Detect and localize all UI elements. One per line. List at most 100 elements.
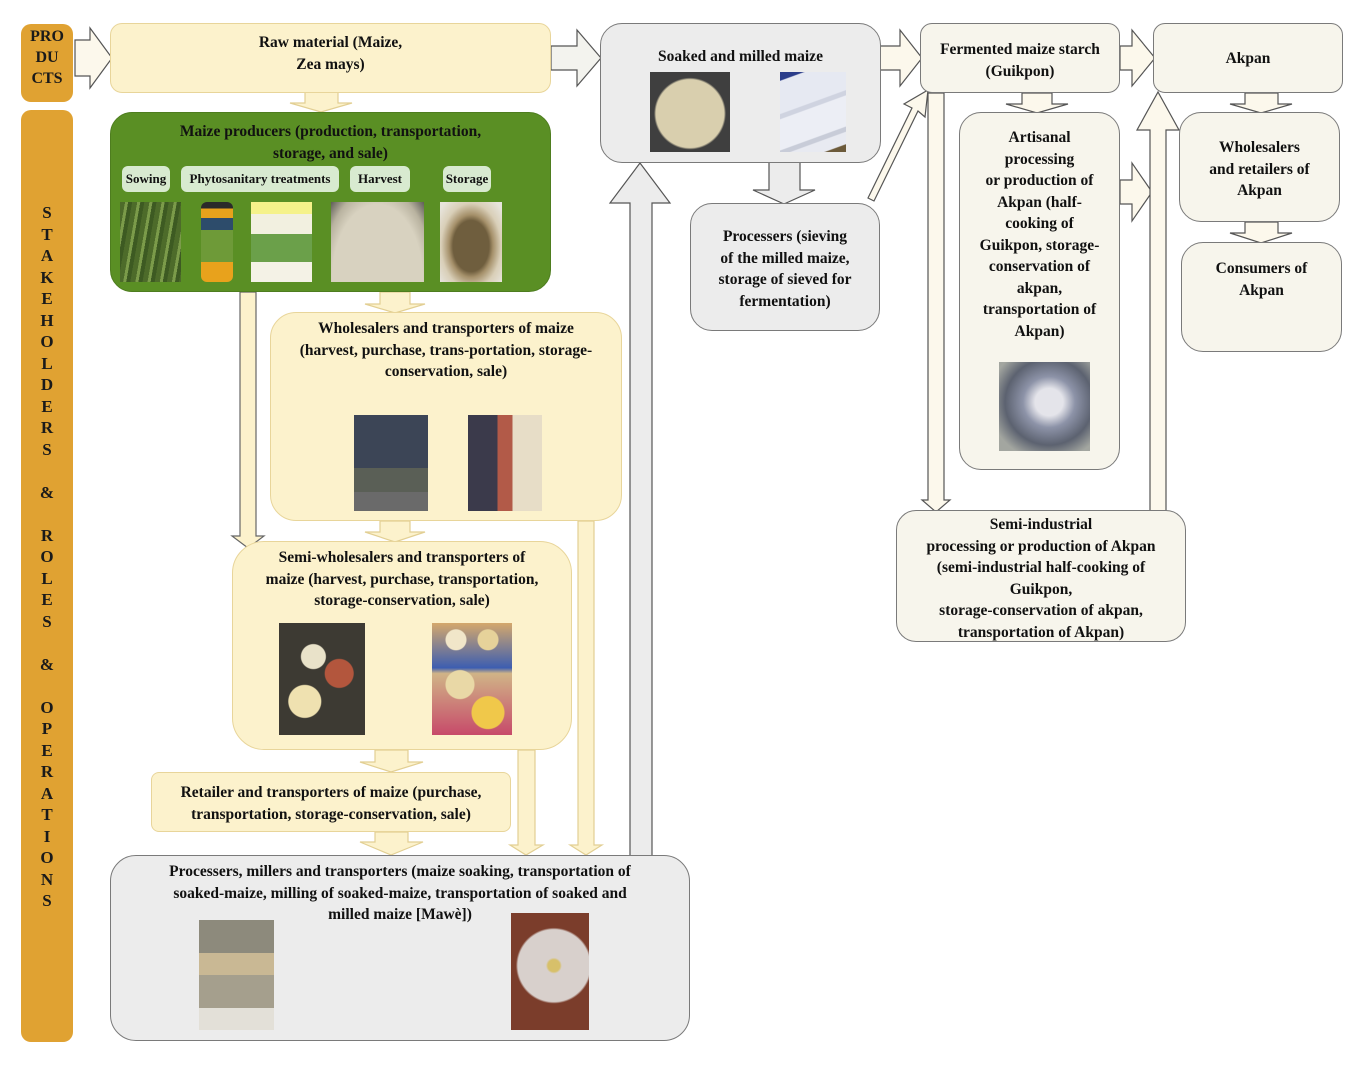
arrow-fermented-to-artisanal bbox=[1005, 92, 1069, 114]
stakeholders-label-letter: L bbox=[41, 353, 53, 373]
products-label-line: PRO bbox=[30, 28, 64, 45]
arrow-soaked-to-fermented bbox=[879, 28, 923, 88]
stakeholders-label-letter: L bbox=[41, 568, 53, 588]
stakeholders-label-letter bbox=[21, 460, 73, 482]
semi-wholesalers-line: storage-conservation, sale) bbox=[314, 592, 490, 609]
stakeholders-label-letter: K bbox=[40, 267, 54, 287]
stakeholders-label-letter: O bbox=[40, 848, 54, 867]
stakeholders-label-letter: & bbox=[39, 654, 55, 674]
arrow-soaked-to-sieving bbox=[752, 161, 816, 205]
semi-wholesalers-line: Semi-wholesalers and transporters of bbox=[278, 549, 526, 566]
wholesalers-maize-line: conservation, sale) bbox=[384, 363, 508, 380]
processers-sieving-line: fermentation) bbox=[739, 292, 831, 310]
phyto-bottle-photo bbox=[201, 202, 233, 282]
stakeholders-label-letter: O bbox=[40, 547, 54, 566]
stakeholders-label-letter: S bbox=[42, 891, 52, 910]
stakeholders-label-letter: & bbox=[39, 482, 55, 502]
arrow-producers-to-wholesalers bbox=[364, 291, 426, 314]
artisanal-line: cooking of bbox=[1005, 215, 1074, 232]
stakeholders-label-letter: I bbox=[43, 826, 51, 846]
artisanal-line: Akpan (half- bbox=[997, 193, 1082, 211]
harvest-photo bbox=[331, 202, 424, 282]
consumers-akpan-box: Consumers of Akpan bbox=[1181, 242, 1342, 352]
stakeholders-label-letter bbox=[21, 675, 73, 697]
wholesalers-akpan-line: Akpan bbox=[1237, 182, 1282, 199]
step-harvest: Harvest bbox=[350, 166, 410, 192]
stakeholders-label-letter: T bbox=[41, 805, 53, 824]
akpan-cooking-photo bbox=[999, 362, 1090, 451]
processers-sieving-line: Processers (sieving bbox=[722, 228, 848, 245]
sowing-photo bbox=[120, 202, 181, 282]
milled-maize-bag-photo bbox=[780, 72, 846, 152]
products-label-line: DU bbox=[35, 49, 59, 66]
step-sowing: Sowing bbox=[122, 166, 170, 192]
milling-plate-photo bbox=[511, 913, 589, 1030]
stakeholders-label-letter bbox=[21, 632, 73, 654]
products-label: PRO DU CTS bbox=[21, 24, 73, 102]
arrow-fermented-to-semiindustrial bbox=[920, 92, 952, 513]
market-stall-photo bbox=[468, 415, 542, 511]
raw-material-line: Zea mays) bbox=[296, 55, 365, 73]
semi-wholesalers-box: Semi-wholesalers and transporters of mai… bbox=[232, 541, 572, 750]
semi-industrial-line: transportation of Akpan) bbox=[957, 623, 1125, 641]
market-bowls-photo-1 bbox=[279, 623, 365, 735]
semi-industrial-line: (semi-industrial half-cooking of bbox=[936, 559, 1146, 576]
akpan-box: Akpan bbox=[1153, 23, 1343, 93]
phyto-packet-photo bbox=[251, 202, 312, 282]
stakeholders-label-letter: A bbox=[40, 783, 54, 803]
maize-producers-title-line: Maize producers (production, transportat… bbox=[179, 123, 482, 140]
semi-industrial-box: Semi-industrial processing or production… bbox=[896, 510, 1186, 642]
truck-loading-photo bbox=[354, 415, 428, 511]
stakeholders-label-letter: E bbox=[41, 740, 53, 760]
fermented-line: Fermented maize starch bbox=[940, 41, 1100, 58]
processers-millers-line: soaked-maize, milling of soaked-maize, t… bbox=[173, 884, 627, 902]
products-label-line: CTS bbox=[31, 70, 63, 87]
maize-producers-box: Maize producers (production, transportat… bbox=[110, 112, 551, 292]
stakeholders-label-letter: S bbox=[42, 203, 52, 222]
artisanal-line: akpan, bbox=[1016, 279, 1063, 297]
akpan-title: Akpan bbox=[1225, 50, 1271, 67]
fermented-line: (Guikpon) bbox=[985, 62, 1055, 80]
soaked-milled-maize-title: Soaked and milled maize bbox=[658, 48, 823, 65]
maize-producers-title-line: storage, and sale) bbox=[273, 144, 388, 162]
step-phytosanitary: Phytosanitary treatments bbox=[181, 166, 339, 192]
arrow-semiindustrial-to-akpan bbox=[1135, 90, 1181, 513]
arrow-artisanal-to-wholesalers bbox=[1119, 161, 1153, 223]
wholesalers-maize-box: Wholesalers and transporters of maize (h… bbox=[270, 312, 622, 521]
consumers-akpan-line: Akpan bbox=[1239, 281, 1284, 299]
stakeholders-label-letter bbox=[21, 503, 73, 525]
stakeholders-label-letter: H bbox=[40, 310, 54, 330]
wholesalers-akpan-line: Wholesalers bbox=[1219, 139, 1300, 156]
semi-industrial-line: Semi-industrial bbox=[989, 516, 1093, 533]
raw-material-line: Raw material (Maize, bbox=[258, 34, 403, 51]
artisanal-line: or production of bbox=[985, 172, 1094, 189]
stakeholders-label-letter: D bbox=[40, 375, 54, 394]
retailer-line: transportation, storage-conservation, sa… bbox=[191, 805, 471, 823]
stakeholders-label-letter: E bbox=[41, 396, 53, 416]
stakeholders-label-letter: R bbox=[40, 525, 54, 545]
arrow-wholesalers-to-semiwholesalers bbox=[364, 520, 426, 543]
semi-wholesalers-line: maize (harvest, purchase, transportation… bbox=[265, 570, 539, 588]
artisanal-line: Guikpon, storage- bbox=[979, 236, 1100, 254]
stakeholders-label-letter: R bbox=[40, 418, 54, 437]
artisanal-line: transportation of bbox=[982, 301, 1097, 318]
arrow-sieving-to-fermented bbox=[867, 88, 929, 202]
arrow-wholesalers-to-millers bbox=[567, 520, 605, 856]
consumers-akpan-line: Consumers of bbox=[1215, 260, 1308, 277]
arrow-semiwholesalers-to-millers bbox=[507, 749, 546, 856]
artisanal-line: Akpan) bbox=[1014, 322, 1065, 340]
processers-sieving-line: storage of sieved for bbox=[718, 271, 852, 288]
artisanal-line: conservation of bbox=[988, 258, 1091, 275]
arrow-raw-to-soaked bbox=[550, 28, 602, 88]
grain-mill-photo bbox=[199, 920, 274, 1030]
arrow-fermented-to-akpan bbox=[1119, 28, 1156, 88]
stakeholders-label-letter: R bbox=[40, 762, 54, 781]
artisanal-line: Artisanal bbox=[1008, 129, 1071, 146]
arrow-retailer-to-millers bbox=[359, 831, 424, 856]
processers-sieving-box: Processers (sieving of the milled maize,… bbox=[690, 203, 880, 331]
stakeholders-label-letter: S bbox=[42, 439, 52, 459]
soaked-milled-maize-box: Soaked and milled maize bbox=[600, 23, 881, 163]
retailer-line: Retailer and transporters of maize (purc… bbox=[180, 784, 482, 801]
